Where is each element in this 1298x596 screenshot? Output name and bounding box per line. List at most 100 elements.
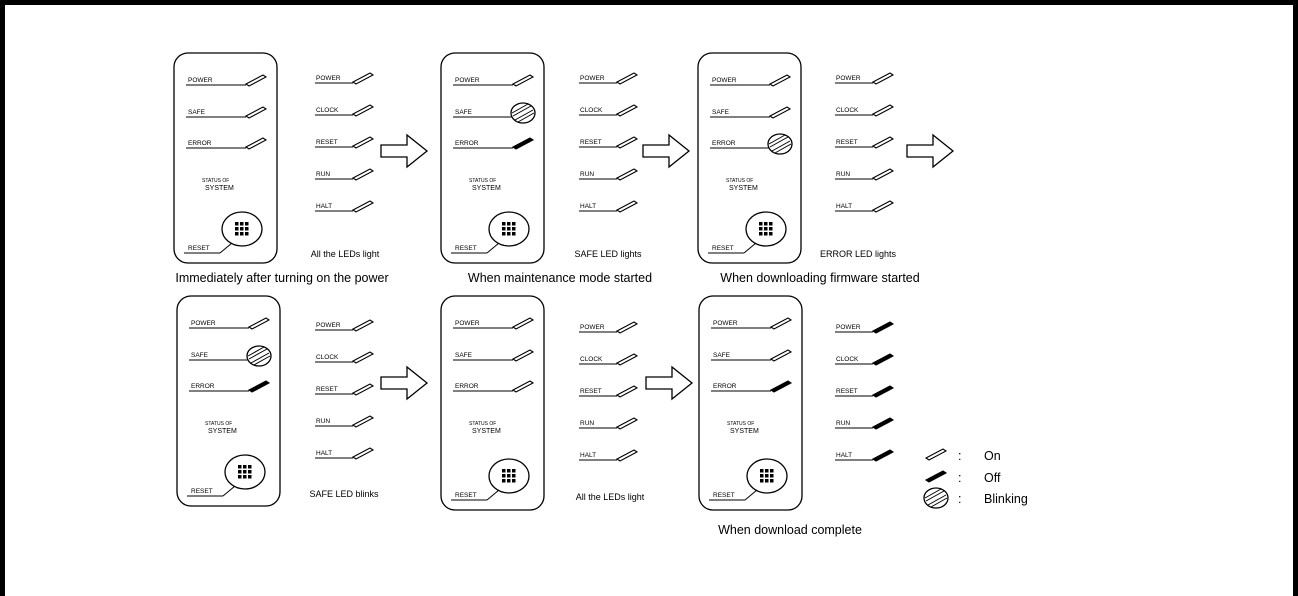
keypad-dot (512, 232, 516, 236)
panel-reset-label: RESET (712, 245, 734, 252)
hatch-line (925, 490, 945, 502)
reset-leader-line (219, 242, 233, 254)
panel-reset-label: RESET (713, 492, 735, 499)
panel-label-power: POWER (713, 320, 738, 327)
side-label-reset: RESET (836, 139, 858, 146)
side-label-run: RUN (836, 420, 850, 427)
panel-led-power (768, 74, 792, 87)
hatch-line (924, 488, 942, 499)
keypad-dot (764, 227, 768, 231)
panel-led-error (511, 137, 535, 150)
panel-label-error: ERROR (188, 140, 212, 147)
system-label: SYSTEM (472, 428, 501, 435)
keypad-dot (759, 232, 763, 236)
keypad-dot (770, 479, 774, 483)
side-led-halt (871, 449, 895, 462)
on-led-icon (247, 317, 271, 330)
side-label-power: POWER (836, 75, 861, 82)
device-panel (173, 52, 278, 264)
device-panel (698, 295, 803, 511)
keypad-dot (507, 227, 511, 231)
keypad-dot (240, 232, 244, 236)
next-step-arrow-icon (645, 365, 694, 401)
hatch-line (927, 494, 947, 506)
side-label-run: RUN (580, 420, 594, 427)
panel-label-safe: SAFE (191, 352, 209, 359)
on-led-icon (244, 137, 268, 150)
keypad-dot (512, 227, 516, 231)
keypad-dot (502, 232, 506, 236)
on-led-icon (871, 200, 895, 213)
panel-led-power (511, 74, 535, 87)
off-led-icon (924, 470, 948, 483)
reset-leader-line (222, 485, 236, 497)
on-led-icon (351, 383, 375, 396)
side-label-reset: RESET (580, 388, 602, 395)
keypad-dot (238, 475, 242, 479)
device-panel (440, 295, 545, 511)
next-step-arrow-icon (642, 133, 691, 169)
keypad-dot (769, 227, 773, 231)
keypad-dot (243, 465, 247, 469)
panel-label-safe: SAFE (455, 352, 473, 359)
side-led-reset (871, 136, 895, 149)
panel-led-safe (511, 349, 535, 362)
stage-note: ERROR LED lights (820, 249, 897, 259)
next-step-arrow-icon (380, 365, 429, 401)
legend-colon: : (958, 492, 961, 506)
keypad-dot (764, 222, 768, 226)
off-led-icon (511, 137, 535, 150)
side-label-reset: RESET (316, 139, 338, 146)
keypad-dot (512, 222, 516, 226)
on-led-icon (511, 74, 535, 87)
keypad-dot (764, 232, 768, 236)
panel-led-power (247, 317, 271, 330)
panel-reset-label: RESET (455, 492, 477, 499)
on-led-icon (511, 349, 535, 362)
keypad-dot (507, 222, 511, 226)
keypad-dot (507, 479, 511, 483)
hatch-line (514, 109, 534, 121)
side-led-reset (351, 383, 375, 396)
keypad-dot (760, 474, 764, 478)
side-led-halt (871, 200, 895, 213)
keypad-dot (507, 232, 511, 236)
panel-label-safe: SAFE (188, 109, 206, 116)
keypad-dot (240, 227, 244, 231)
status-of-label: STATUS OF (205, 421, 232, 427)
on-led-icon (511, 317, 535, 330)
keypad-dot (245, 232, 249, 236)
side-label-power: POWER (836, 324, 861, 331)
hatch-line (247, 346, 265, 357)
keypad-dot (759, 222, 763, 226)
on-led-icon (351, 136, 375, 149)
side-led-reset (615, 136, 639, 149)
keypad-dot (243, 475, 247, 479)
side-label-halt: HALT (836, 203, 852, 210)
keypad-dot (240, 222, 244, 226)
status-of-label: STATUS OF (469, 178, 496, 184)
side-label-reset: RESET (316, 386, 338, 393)
side-label-clock: CLOCK (836, 356, 859, 363)
hatch-line (512, 105, 532, 117)
on-led-icon (351, 319, 375, 332)
blinking-led-icon (767, 133, 793, 155)
keypad-dot (248, 475, 252, 479)
on-led-icon (615, 321, 639, 334)
off-led-icon (871, 353, 895, 366)
keypad-dot (235, 227, 239, 231)
panel-led-error (511, 380, 535, 393)
hatch-line (774, 143, 792, 154)
hatch-line (769, 136, 789, 148)
on-led-icon (351, 168, 375, 181)
on-led-icon (615, 417, 639, 430)
panel-label-error: ERROR (455, 383, 479, 390)
panel-label-power: POWER (712, 77, 737, 84)
system-label: SYSTEM (472, 185, 501, 192)
on-led-icon (351, 104, 375, 117)
on-led-icon (244, 106, 268, 119)
side-led-run (871, 168, 895, 181)
keypad-dot (765, 474, 769, 478)
